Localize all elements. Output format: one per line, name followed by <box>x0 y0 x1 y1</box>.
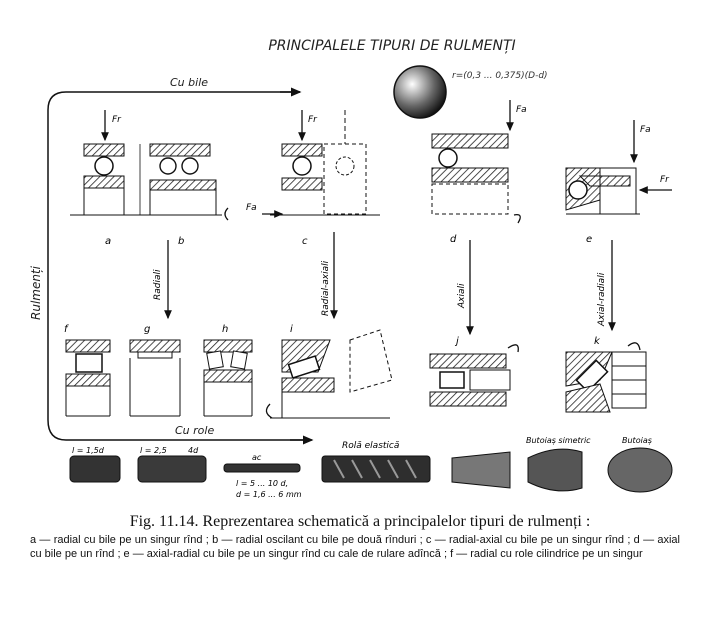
svg-text:Fa: Fa <box>516 105 527 115</box>
bearing-b: b <box>140 143 229 247</box>
svg-text:4d: 4d <box>188 446 199 455</box>
label-cu-bile: Cu bile <box>170 76 208 89</box>
group-frame-rollers <box>47 419 310 441</box>
svg-text:Axial-radiali: Axial-radiali <box>597 272 607 327</box>
bearing-e: Fa Fr e <box>565 120 672 245</box>
bearing-a: Fr a <box>70 110 141 247</box>
svg-text:b: b <box>178 236 184 247</box>
figure-title: PRINCIPALELE TIPURI DE RULMENȚI <box>268 38 515 54</box>
bearing-d: Fa d <box>431 100 527 245</box>
svg-text:Fa: Fa <box>640 125 651 135</box>
svg-text:j: j <box>454 336 459 347</box>
arrow-axial-radiali: Axial-radiali <box>597 240 616 332</box>
svg-text:Rolă elastică: Rolă elastică <box>342 441 400 451</box>
svg-text:g: g <box>144 324 150 335</box>
svg-text:d = 1,6 ... 6 mm: d = 1,6 ... 6 mm <box>236 490 302 499</box>
svg-text:Fr: Fr <box>660 175 670 185</box>
arrow-radiali: Radiali <box>153 240 172 320</box>
bearing-i: i <box>265 324 393 419</box>
roller-barrel-symmetric: Butoiaș simetric <box>526 436 591 492</box>
bearing-c: Fr Fa c <box>246 110 380 247</box>
roller-cylindrical-long: l = 2,5 4d <box>137 446 207 483</box>
radius-formula: r=(0,3 ... 0,375)(D-d) <box>452 71 548 81</box>
bearing-j: j <box>429 336 519 407</box>
svg-text:h: h <box>222 324 228 335</box>
roller-tapered <box>451 451 511 489</box>
svg-text:Fr: Fr <box>112 115 122 125</box>
svg-text:c: c <box>302 236 308 247</box>
roller-elastic: Rolă elastică <box>321 441 431 483</box>
svg-text:Fa: Fa <box>246 203 257 213</box>
svg-text:f: f <box>64 324 69 335</box>
bearing-f: f <box>64 324 111 417</box>
ball-illustration <box>393 65 447 119</box>
label-cu-role: Cu role <box>175 424 214 437</box>
svg-text:e: e <box>586 234 592 245</box>
svg-text:k: k <box>594 336 601 347</box>
svg-text:Butoiaș simetric: Butoiaș simetric <box>526 436 591 445</box>
arrow-axiali: Axiali <box>457 240 474 336</box>
svg-text:Radiali: Radiali <box>153 269 163 300</box>
bearing-k: k <box>565 336 647 413</box>
group-frame-balls <box>47 91 300 420</box>
svg-text:Axiali: Axiali <box>457 283 467 309</box>
svg-text:Radial-axiali: Radial-axiali <box>321 260 331 316</box>
svg-text:l = 2,5: l = 2,5 <box>140 446 167 455</box>
svg-text:Fr: Fr <box>308 115 318 125</box>
svg-text:ac: ac <box>252 453 262 462</box>
svg-text:Butoiaș: Butoiaș <box>622 436 652 445</box>
svg-text:i: i <box>290 324 293 335</box>
roller-cylindrical-short: l = 1,5d <box>69 446 121 483</box>
label-rulmenti: Rulmenți <box>29 265 43 320</box>
svg-text:a: a <box>105 236 111 247</box>
svg-text:l = 5 ... 10 d,: l = 5 ... 10 d, <box>236 479 288 488</box>
bearing-g: g <box>129 324 181 417</box>
arrow-radial-axiali: Radial-axiali <box>321 232 338 320</box>
svg-text:l = 1,5d: l = 1,5d <box>72 446 105 455</box>
roller-barrel: Butoiaș <box>607 436 673 493</box>
svg-text:d: d <box>450 234 457 245</box>
figure-caption-body: a — radial cu bile pe un singur rînd ; b… <box>30 534 680 560</box>
figure-caption: Fig. 11.14. Reprezentarea schematică a p… <box>129 513 591 530</box>
bearing-h: h <box>203 324 253 417</box>
roller-needle: ac l = 5 ... 10 d, d = 1,6 ... 6 mm <box>223 453 302 499</box>
